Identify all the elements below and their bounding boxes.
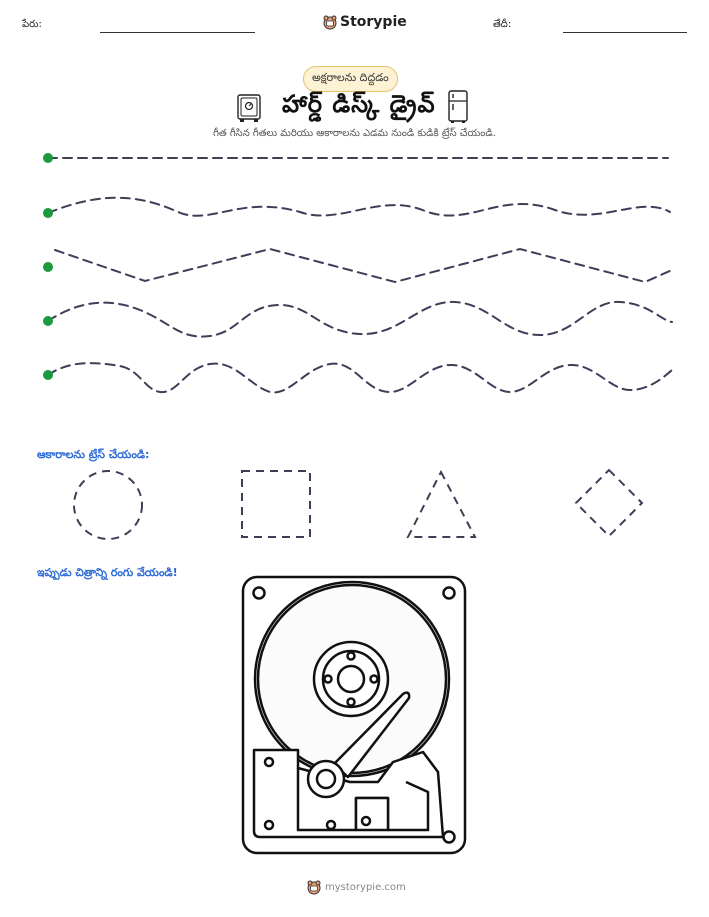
actuator-arm — [332, 691, 411, 779]
date-line[interactable] — [563, 32, 687, 33]
footer: mystorypie.com — [307, 880, 406, 895]
safe-icon — [236, 93, 262, 123]
brand-logo: Storypie — [323, 14, 407, 30]
start-dot-5 — [43, 370, 53, 380]
instruction-text: గీత గీసిన గీతలు మరియు ఆకారాలను ఎడమ నుండి… — [213, 128, 496, 139]
trace-square — [241, 470, 311, 538]
trace-triangle — [406, 469, 477, 538]
date-label: తేదీ: — [493, 19, 512, 30]
tracing-lines[interactable] — [0, 140, 709, 400]
trace-line-wave-1 — [47, 196, 671, 217]
storypie-mascot-icon — [323, 15, 337, 30]
trace-line-wave-2 — [47, 300, 673, 338]
trace-circle — [73, 470, 143, 540]
footer-site-link[interactable]: mystorypie.com — [325, 882, 406, 893]
trace-line-zigzag — [54, 247, 673, 284]
name-line[interactable] — [100, 32, 255, 33]
shapes-row[interactable] — [0, 465, 709, 545]
name-label: పేరు: — [22, 19, 42, 30]
page-title: హార్డ్ డిస్క్ డ్రైవ్ — [282, 90, 436, 118]
start-dot-4 — [43, 316, 53, 326]
brand-name: Storypie — [340, 14, 407, 30]
fridge-icon — [446, 90, 470, 124]
actuator-pivot — [315, 768, 337, 790]
trace-diamond — [574, 468, 644, 538]
trace-line-wave-3 — [47, 362, 673, 394]
storypie-mascot-icon — [307, 880, 321, 895]
start-dot-3 — [43, 262, 53, 272]
shapes-heading: ఆకారాలను ట్రేస్ చేయండి: — [37, 448, 150, 461]
spindle-hub — [336, 664, 366, 694]
color-heading: ఇప్పుడు చిత్రాన్ని రంగు వేయండి! — [37, 566, 178, 579]
circuit-board — [252, 748, 445, 839]
hard-drive-illustration[interactable] — [238, 572, 470, 857]
start-dot-1 — [43, 153, 53, 163]
start-dot-2 — [43, 208, 53, 218]
category-pill: అక్షరాలను దిద్దడం — [303, 66, 398, 92]
